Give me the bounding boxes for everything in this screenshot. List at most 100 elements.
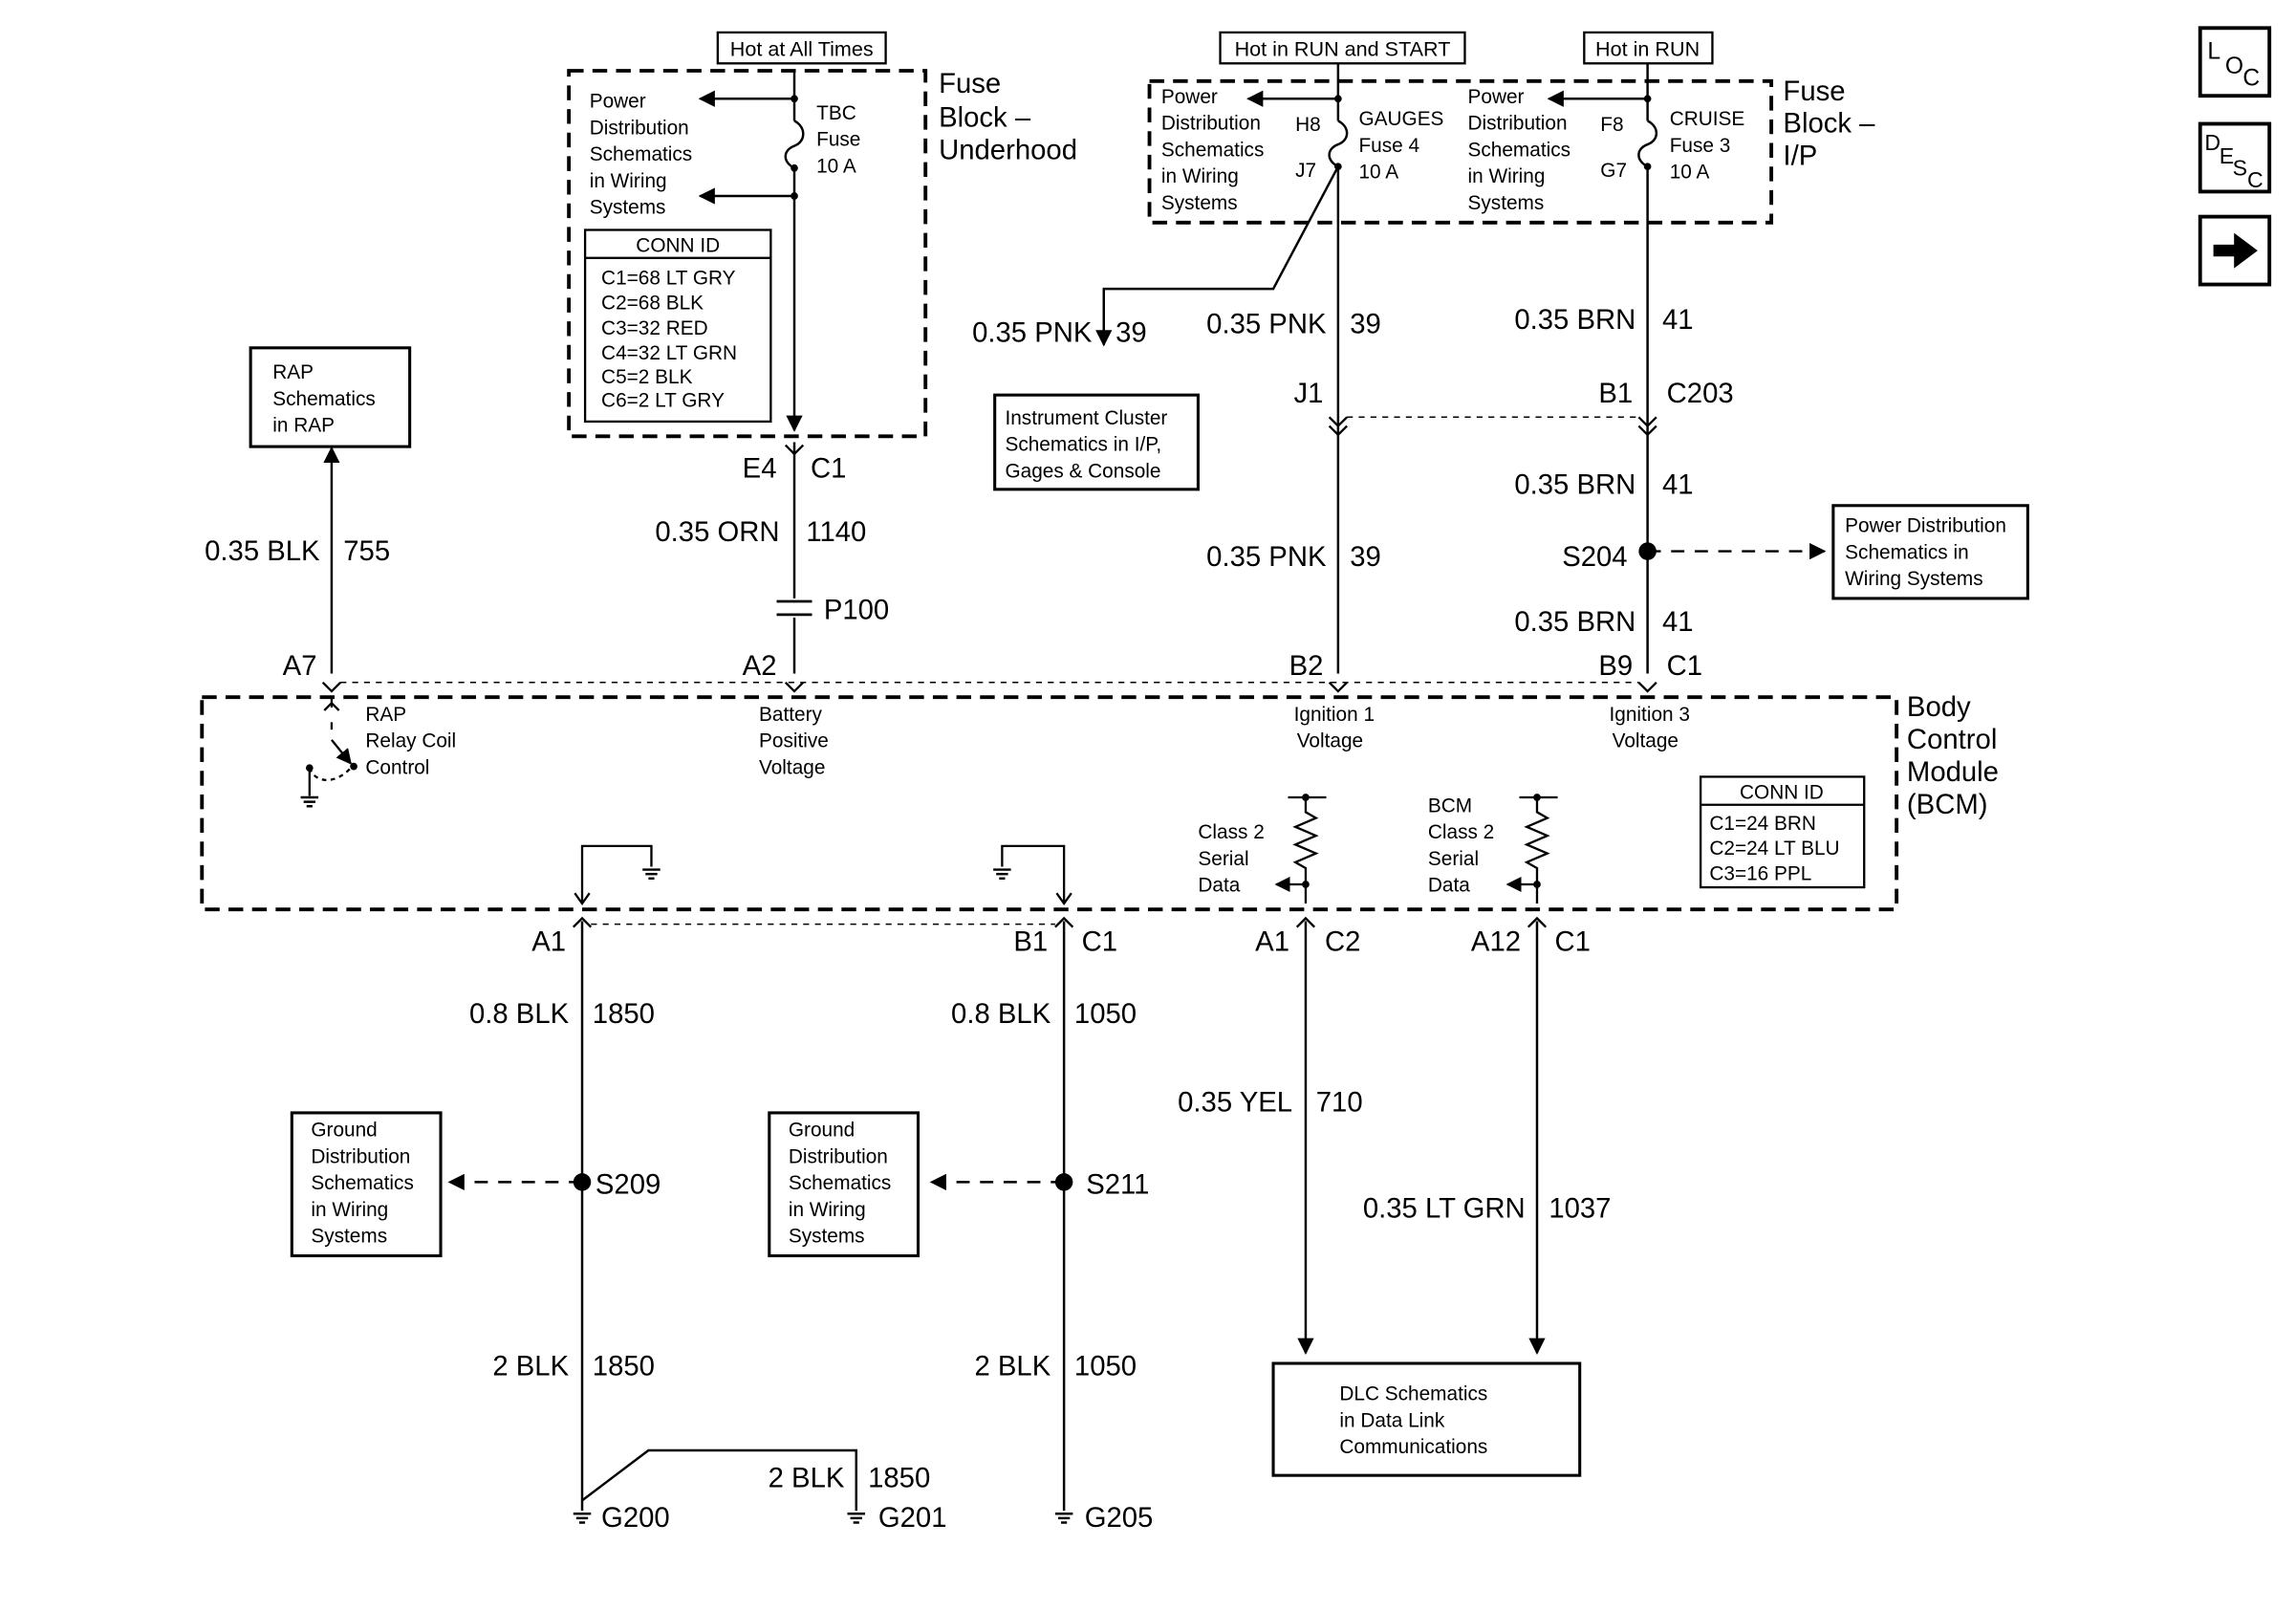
splice-p100-label: P100 — [824, 594, 889, 625]
connector-a7: A7 — [283, 650, 317, 682]
power-distribution-reference-text: Power Distribution Schematics in Wiring … — [1845, 515, 2012, 590]
connector-c1-top: C1 — [811, 452, 846, 484]
class2-serial-data-resistor — [1274, 795, 1327, 904]
bcm-ground-2 — [1001, 844, 1072, 906]
ground-distribution-reference-1-text: Ground Distribution Schematics in Wiring… — [311, 1120, 419, 1248]
next-page-button[interactable] — [2198, 214, 2272, 287]
rap-reference: RAP Schematics in RAP — [249, 346, 412, 448]
connector-b2: B2 — [1289, 650, 1324, 682]
wiring — [323, 165, 1827, 1512]
instrument-cluster-reference-text: Instrument Cluster Schematics in I/P, Ga… — [1005, 407, 1173, 482]
wire-1050-top-gauge: 0.8 BLK — [951, 998, 1051, 1030]
dlc-reference-text: DLC Schematics in Data Link Communicatio… — [1339, 1383, 1493, 1458]
wire-41-bottom-gauge: 0.35 BRN — [1514, 606, 1635, 638]
hot-at-all-times-label: Hot at All Times — [716, 31, 887, 65]
connector-e4: E4 — [743, 452, 777, 484]
splice-s211-label: S211 — [1086, 1169, 1149, 1201]
instrument-cluster-reference: Instrument Cluster Schematics in I/P, Ga… — [993, 393, 1200, 491]
ground-distribution-reference-1: Ground Distribution Schematics in Wiring… — [290, 1111, 443, 1258]
connector-j1: J1 — [1294, 378, 1324, 409]
wire-1850-bottom-gauge: 2 BLK — [492, 1350, 569, 1382]
pin-h8: H8 — [1295, 114, 1321, 136]
wire-labels: 0.35 PNK 39 0.35 PNK 39 0.35 PNK 39 0.35… — [205, 304, 1693, 1494]
ground-points: G200 G201 G205 — [572, 1502, 1153, 1534]
bcm-ground-1-icon — [640, 868, 661, 881]
gauges-fuse-label: GAUGES Fuse 4 10 A — [1358, 108, 1449, 183]
rap-relay-coil-circuit — [308, 697, 352, 796]
ground-g200-icon — [572, 1513, 593, 1524]
pin-j7: J7 — [1295, 160, 1316, 182]
connector-a1-left: A1 — [531, 925, 566, 957]
wire-39-top-gauge: 0.35 PNK — [1206, 308, 1327, 339]
bcm-conn-id-title: CONN ID — [1740, 782, 1824, 804]
fuse-block-ip-title: Fuse Block – I/P — [1783, 76, 1882, 172]
splice-labels: S204 S209 S211 — [596, 541, 1628, 1201]
wire-1050-top-circuit: 1050 — [1074, 998, 1137, 1030]
ip-power-ref-1: Power Distribution Schematics in Wiring … — [1161, 86, 1269, 214]
battery-positive-label: Battery Positive Voltage — [759, 704, 834, 778]
loc-button[interactable]: L O C — [2198, 26, 2272, 98]
wire-39-branch-gauge: 0.35 PNK — [972, 317, 1093, 349]
wire-41-top-gauge: 0.35 BRN — [1514, 304, 1635, 336]
arrow-right-icon — [2213, 232, 2258, 269]
desc-letter-s: S — [2233, 155, 2247, 180]
bcm-class2-serial-data-label: BCM Class 2 Serial Data — [1428, 795, 1500, 896]
ground-g205-icon — [1053, 1513, 1074, 1524]
tbc-fuse-label: TBC Fuse 10 A — [816, 102, 866, 177]
splice-s204-label: S204 — [1562, 541, 1627, 573]
loc-letter-c: C — [2242, 65, 2260, 91]
rap-reference-text: RAP Schematics in RAP — [272, 361, 380, 436]
wire-1140-circuit: 1140 — [806, 516, 866, 548]
nav-panel: L O C D E S C — [2198, 26, 2272, 287]
ignition-1-label: Ignition 1 Voltage — [1294, 704, 1380, 752]
wire-1050-bottom-circuit: 1050 — [1074, 1350, 1137, 1382]
fuse-block-underhood: Fuse Block – Underhood Power Distributio… — [567, 68, 1077, 439]
ground-distribution-reference-2-text: Ground Distribution Schematics in Wiring… — [789, 1120, 897, 1248]
pin-g7: G7 — [1600, 160, 1627, 182]
desc-letter-d: D — [2204, 130, 2220, 155]
bcm-conn-id-list: C1=24 BRN C2=24 LT BLU C3=16 PPL — [1709, 813, 1845, 884]
connector-c1-a12: C1 — [1554, 925, 1590, 957]
connector-a12: A12 — [1471, 925, 1521, 957]
connector-b9: B9 — [1598, 650, 1633, 682]
ground-g200-label: G200 — [601, 1502, 670, 1534]
dlc-reference: DLC Schematics in Data Link Communicatio… — [1271, 1361, 1582, 1477]
hot-in-run-start-label: Hot in RUN and START — [1219, 31, 1466, 65]
ip-power-ref-2: Power Distribution Schematics in Wiring … — [1468, 86, 1576, 214]
splice-nodes — [573, 542, 1657, 1191]
class2-serial-data-label: Class 2 Serial Data — [1198, 821, 1269, 896]
bcm-ground-1 — [574, 844, 653, 906]
connector-a2: A2 — [743, 650, 777, 682]
bcm-ground-rap-icon — [299, 795, 320, 808]
ignition-3-label: Ignition 3 Voltage — [1610, 704, 1696, 752]
wire-39-top-circuit: 39 — [1350, 308, 1381, 339]
wire-755-gauge: 0.35 BLK — [205, 535, 320, 567]
wire-1037-gauge: 0.35 LT GRN — [1363, 1192, 1526, 1224]
gauges-fuse-symbol — [1328, 120, 1349, 168]
body-control-module: Body Control Module (BCM) RAP Relay Coil… — [200, 691, 2006, 912]
connector-c1-b1: C1 — [1082, 925, 1117, 957]
bcm-title: Body Control Module (BCM) — [1907, 691, 2006, 820]
bcm-ground-2-icon — [991, 868, 1012, 881]
ground-g201-label: G201 — [878, 1502, 947, 1534]
wire-41-mid-gauge: 0.35 BRN — [1514, 468, 1635, 500]
desc-letter-c: C — [2247, 167, 2264, 192]
connector-labels: E4 C1 J1 B1 C203 A7 A2 B2 B9 C1 A1 B1 C1… — [283, 378, 1734, 957]
wire-1037-circuit: 1037 — [1549, 1192, 1611, 1224]
power-distribution-reference: Power Distribution Schematics in Wiring … — [1831, 504, 2029, 600]
loc-letter-l: L — [2207, 39, 2220, 65]
desc-button[interactable]: D E S C — [2198, 121, 2272, 194]
bcm-conn-id-table: CONN ID C1=24 BRN C2=24 LT BLU C3=16 PPL — [1699, 775, 1866, 889]
wire-710-circuit: 710 — [1316, 1086, 1363, 1118]
desc-letter-e: E — [2220, 143, 2234, 168]
connector-c1-b9: C1 — [1667, 650, 1702, 682]
ground-distribution-reference-2: Ground Distribution Schematics in Wiring… — [768, 1111, 921, 1258]
underhood-conn-id-table: CONN ID C1=68 LT GRY C2=68 BLK C3=32 RED… — [583, 229, 772, 424]
wire-1050-bottom-gauge: 2 BLK — [974, 1350, 1051, 1382]
fuse-block-ip: Fuse Block – I/P Power Distribution Sche… — [1147, 63, 1882, 225]
underhood-conn-id-list: C1=68 LT GRY C2=68 BLK C3=32 RED C4=32 L… — [601, 268, 743, 412]
underhood-power-ref: Power Distribution Schematics in Wiring … — [590, 91, 698, 219]
wire-755-circuit: 755 — [343, 535, 390, 567]
fuse-block-underhood-title: Fuse Block – Underhood — [939, 68, 1077, 165]
